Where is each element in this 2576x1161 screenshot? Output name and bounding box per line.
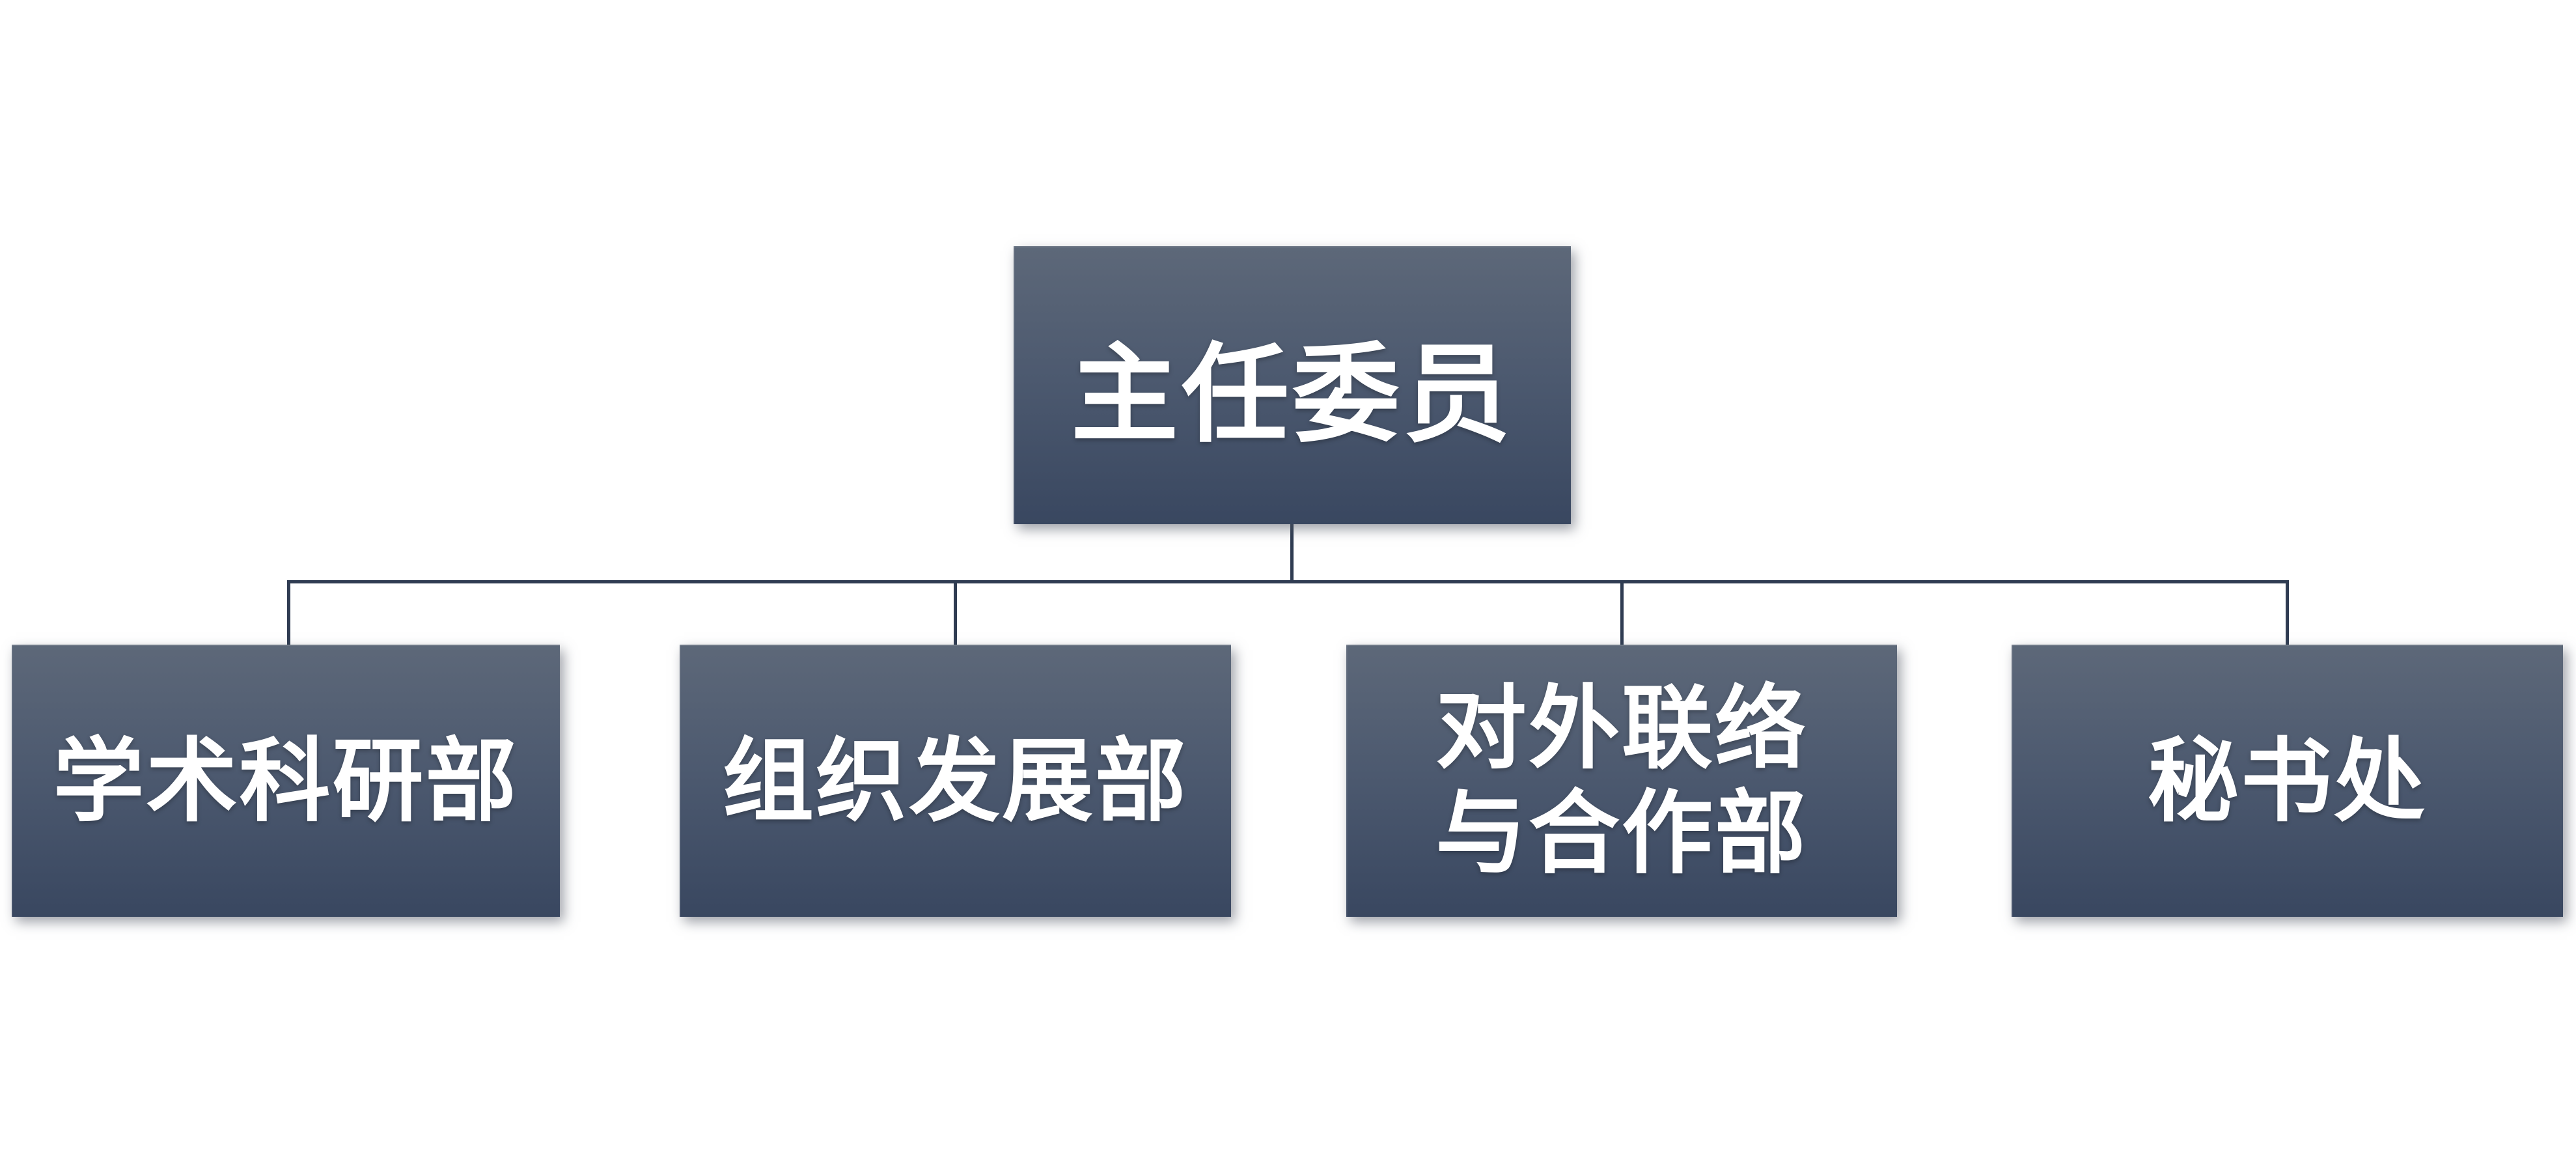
org-node-external-liaison-cooperation-dept: 对外联络 与合作部: [1346, 645, 1897, 917]
org-node-label: 组织发展部: [722, 729, 1188, 832]
org-node-director-committee: 主任委员: [1014, 246, 1571, 524]
org-node-label: 主任委员: [1071, 335, 1514, 455]
connector-horizontal-rail: [287, 580, 2289, 583]
connector-stub-academic-research: [287, 580, 290, 646]
org-node-secretariat: 秘书处: [2012, 645, 2563, 917]
org-node-label: 对外联络 与合作部: [1435, 677, 1808, 884]
connector-stub-secretariat: [2286, 580, 2289, 646]
org-node-academic-research-dept: 学术科研部: [12, 645, 560, 917]
connector-stub-external-liaison: [1620, 580, 1624, 646]
org-node-label: 学术科研部: [53, 729, 519, 832]
org-node-label: 秘书处: [2147, 729, 2427, 832]
org-node-organization-development-dept: 组织发展部: [680, 645, 1231, 917]
connector-root-stub: [1290, 524, 1294, 583]
connector-stub-organization-development: [954, 580, 957, 646]
